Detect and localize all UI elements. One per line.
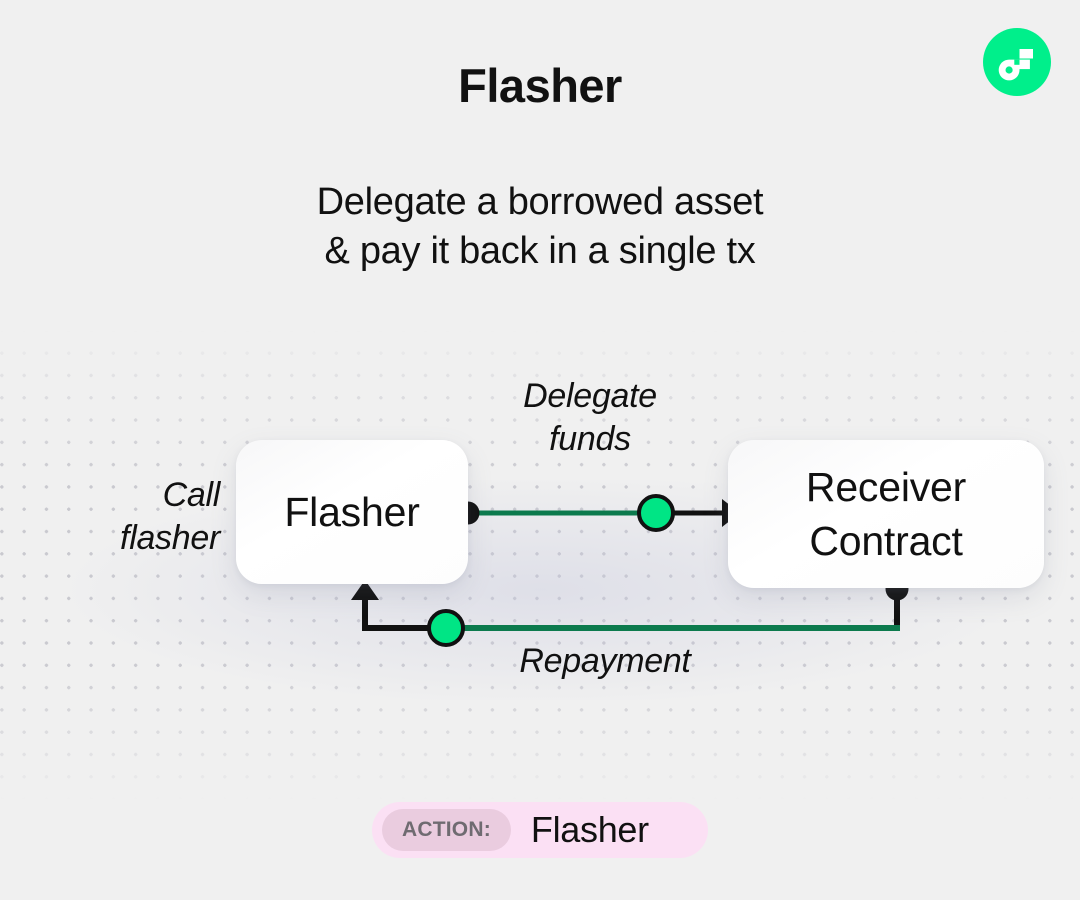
edge-label-call-flasher: Call flasher	[10, 474, 220, 559]
node-receiver-contract[interactable]: Receiver Contract	[728, 440, 1044, 588]
node-receiver-label: Receiver Contract	[806, 460, 966, 568]
node-receiver-label-line-1: Receiver	[805, 463, 967, 510]
page-subtitle: Delegate a borrowed asset & pay it back …	[0, 178, 1080, 275]
delegate-label-line-1: Delegate	[523, 377, 657, 415]
action-badge-value: Flasher	[530, 809, 649, 850]
call-label-line-1: Call	[162, 476, 221, 514]
delegate-label-line-2: funds	[549, 419, 631, 458]
subtitle-line-1: Delegate a borrowed asset	[316, 181, 764, 223]
action-badge: ACTION: Flasher	[372, 802, 708, 858]
flow-logo	[983, 28, 1051, 96]
delegate-token-icon	[637, 494, 675, 532]
node-flasher-label: Flasher	[284, 488, 420, 535]
flow-f-icon	[998, 49, 1033, 81]
node-flasher[interactable]: Flasher	[236, 440, 468, 584]
page-title: Flasher	[458, 59, 622, 112]
subtitle-line-2: & pay it back in a single tx	[324, 229, 756, 272]
repayment-token-icon	[427, 609, 465, 647]
edge-label-repayment: Repayment	[519, 642, 691, 680]
repayment-arrowhead-icon	[351, 580, 379, 600]
edge-label-delegate-funds: Delegate funds	[440, 375, 740, 460]
call-label-line-2: flasher	[120, 518, 220, 557]
action-badge-key: ACTION:	[382, 809, 511, 851]
node-receiver-label-line-2: Contract	[809, 518, 963, 564]
